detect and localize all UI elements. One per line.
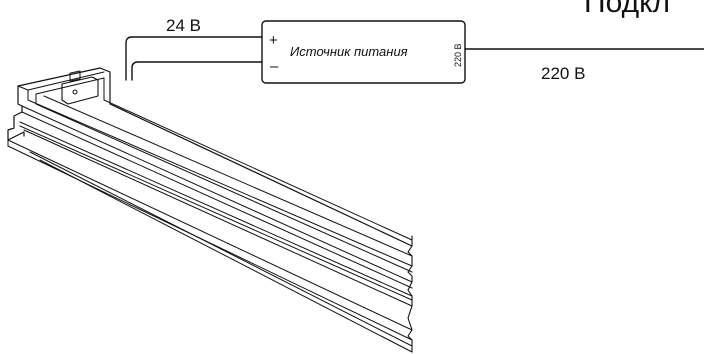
plus-terminal-label: +: [269, 32, 278, 49]
power-supply-unit: + – Источник питания 220 В: [261, 20, 466, 84]
diagram-heading: Подкл: [584, 0, 670, 19]
wire-positive: [125, 36, 263, 81]
power-supply-input-rating: 220 В: [453, 43, 463, 67]
wire-negative: [131, 61, 263, 81]
power-supply-box: [261, 20, 466, 84]
mains-voltage-label: 220 В: [541, 64, 585, 83]
low-voltage-label: 24 В: [166, 16, 201, 35]
track-connector: [61, 76, 99, 105]
minus-terminal-label: –: [270, 58, 279, 75]
power-supply-name: Источник питания: [290, 44, 408, 59]
track-profile: [7, 67, 413, 353]
